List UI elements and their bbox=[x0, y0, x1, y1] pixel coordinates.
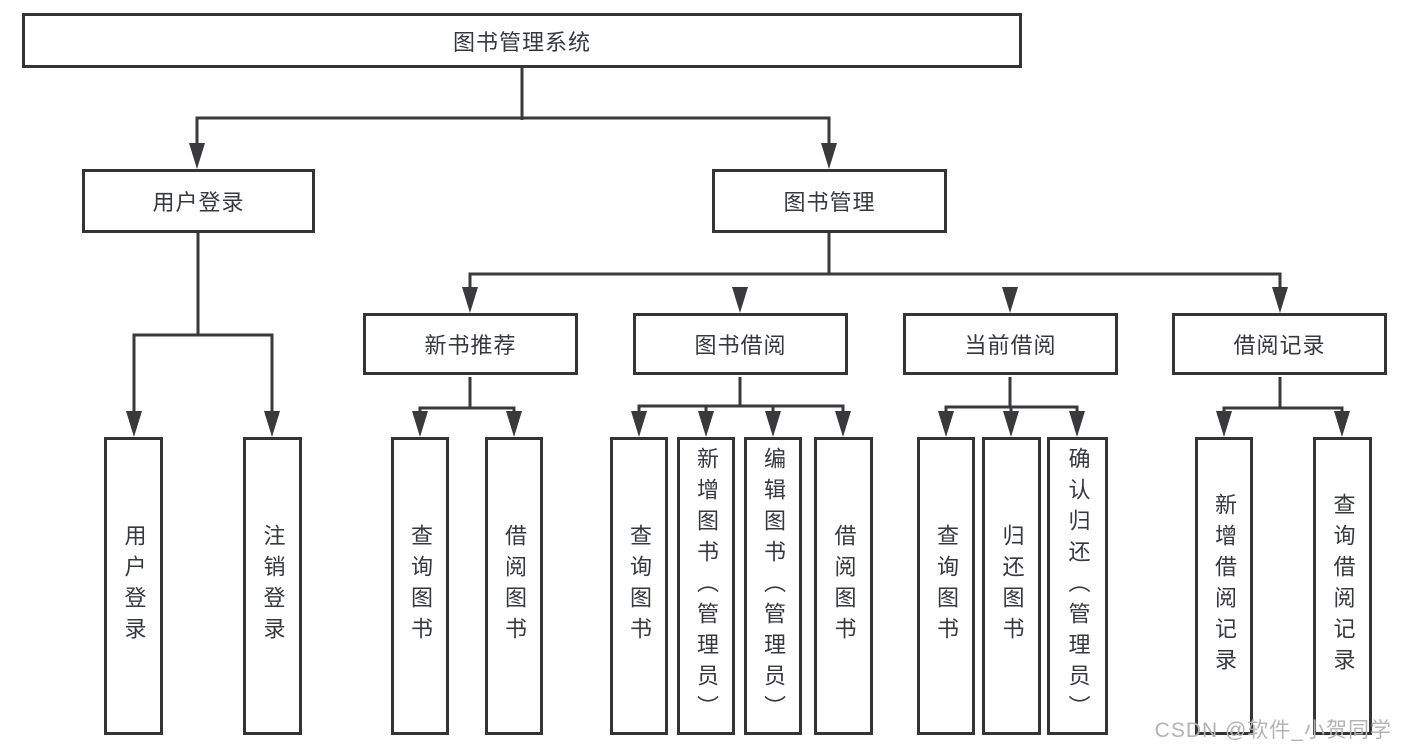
leaf-borrow-edit-books-admin: 编辑图书（管理员） bbox=[744, 437, 802, 735]
leaf-borrow-add-books-admin-label: 新增图书（管理员） bbox=[694, 446, 719, 726]
leaf-rec-borrow-books: 借阅图书 bbox=[485, 437, 543, 735]
leaf-records-query-borrow-record-label: 查询借阅记录 bbox=[1330, 493, 1356, 679]
leaf-borrow-query-books: 查询图书 bbox=[610, 437, 668, 735]
watermark: CSDN @软件_小贺同学 bbox=[1154, 719, 1392, 742]
leaf-borrow-borrow-books-label: 借阅图书 bbox=[831, 524, 857, 648]
node-current-borrowing: 当前借阅 bbox=[903, 313, 1118, 375]
leaf-current-query-books-label: 查询图书 bbox=[934, 524, 959, 648]
edge-records-to-leaves bbox=[1222, 377, 1344, 413]
node-new-book-recommend: 新书推荐 bbox=[363, 313, 578, 375]
leaf-records-add-borrow-record: 新增借阅记录 bbox=[1195, 437, 1253, 735]
edge-root-to-level2 bbox=[195, 68, 831, 145]
edge-login-to-leaves bbox=[132, 233, 274, 413]
leaf-records-add-borrow-record-label: 新增借阅记录 bbox=[1212, 493, 1237, 679]
edge-borrow-to-leaves bbox=[637, 377, 845, 413]
leaf-records-query-borrow-record: 查询借阅记录 bbox=[1313, 437, 1372, 735]
edge-mgmt-to-level3 bbox=[468, 233, 1282, 289]
leaf-rec-query-books-label: 查询图书 bbox=[408, 524, 433, 648]
leaf-borrow-add-books-admin: 新增图书（管理员） bbox=[677, 437, 735, 735]
node-book-management: 图书管理 bbox=[712, 169, 947, 233]
leaf-borrow-edit-books-admin-label: 编辑图书（管理员） bbox=[761, 446, 786, 726]
leaf-rec-query-books: 查询图书 bbox=[391, 437, 449, 735]
leaf-current-query-books: 查询图书 bbox=[917, 437, 975, 735]
leaf-borrow-query-books-label: 查询图书 bbox=[627, 524, 652, 648]
leaf-borrow-borrow-books: 借阅图书 bbox=[814, 437, 873, 735]
node-book-borrowing: 图书借阅 bbox=[633, 313, 848, 375]
arrowheads bbox=[126, 143, 1350, 437]
edge-current-to-leaves bbox=[944, 377, 1079, 413]
node-library-system: 图书管理系统 bbox=[22, 13, 1022, 68]
node-user-login-branch: 用户登录 bbox=[82, 169, 315, 233]
leaf-user-login: 用户登录 bbox=[104, 437, 163, 735]
node-borrowing-records: 借阅记录 bbox=[1172, 313, 1387, 375]
leaf-logout: 注销登录 bbox=[243, 437, 302, 735]
leaf-current-confirm-return-admin-label: 确认归还（管理员） bbox=[1065, 446, 1091, 726]
leaf-current-confirm-return-admin: 确认归还（管理员） bbox=[1047, 437, 1108, 735]
leaf-rec-borrow-books-label: 借阅图书 bbox=[502, 524, 527, 648]
leaf-current-return-books: 归还图书 bbox=[982, 437, 1041, 735]
leaf-logout-label: 注销登录 bbox=[260, 524, 286, 648]
edge-rec-to-leaves bbox=[418, 377, 516, 413]
leaf-user-login-label: 用户登录 bbox=[121, 524, 147, 648]
leaf-current-return-books-label: 归还图书 bbox=[999, 524, 1025, 648]
